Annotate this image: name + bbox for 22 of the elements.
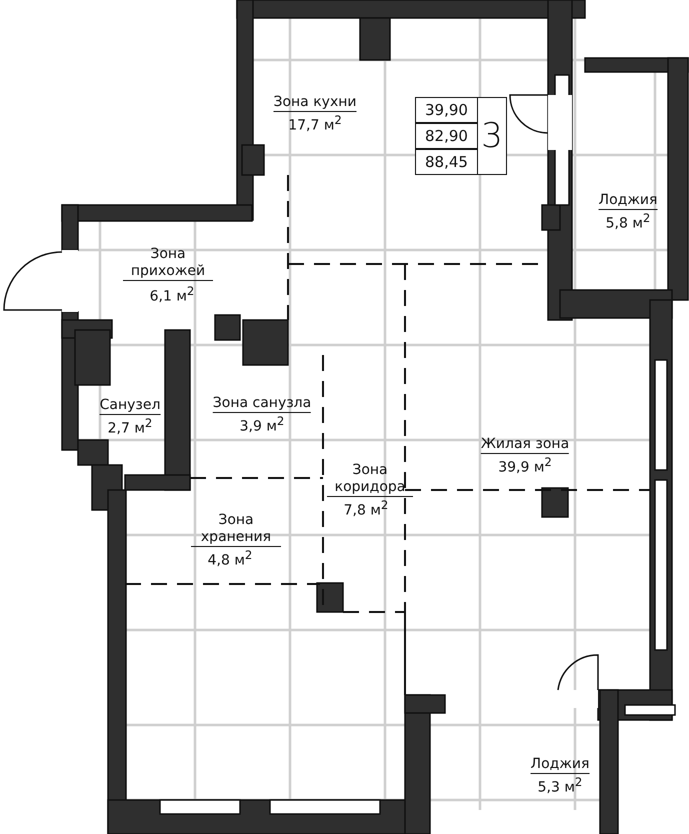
room-name: Лоджия: [530, 756, 590, 774]
table-cell: 88,45: [415, 149, 478, 175]
room-name: Зона санузла: [212, 395, 312, 413]
room-name: Санузел: [100, 397, 160, 415]
room-name: Зона хранения: [191, 512, 281, 547]
table-cell: 39,90: [415, 97, 478, 123]
room-area: 5,8 м$^{2}$: [606, 210, 650, 233]
room-area: 4,8 м$^{2}$: [208, 547, 252, 570]
room-area: 5,3 м$^{2}$: [538, 774, 582, 797]
room-name: Жилая зона: [480, 436, 570, 454]
room-area: 2,7 м$^{2}$: [108, 415, 152, 438]
room-name: Зона кухни: [274, 94, 356, 112]
room-area: 3,9 м$^{2}$: [240, 413, 284, 436]
room-area: 7,8 м$^{2}$: [344, 497, 388, 520]
room-area: 6,1 м$^{2}$: [150, 283, 194, 306]
apartment-number: 3: [477, 97, 507, 175]
room-name: Зона прихожей: [123, 246, 213, 281]
room-name: Зона коридора: [327, 462, 413, 497]
room-name: Лоджия: [598, 192, 658, 210]
table-cell: 82,90: [415, 123, 478, 149]
room-area: 17,7 м$^{2}$: [288, 112, 342, 135]
room-area: 39,9 м$^{2}$: [498, 454, 552, 477]
